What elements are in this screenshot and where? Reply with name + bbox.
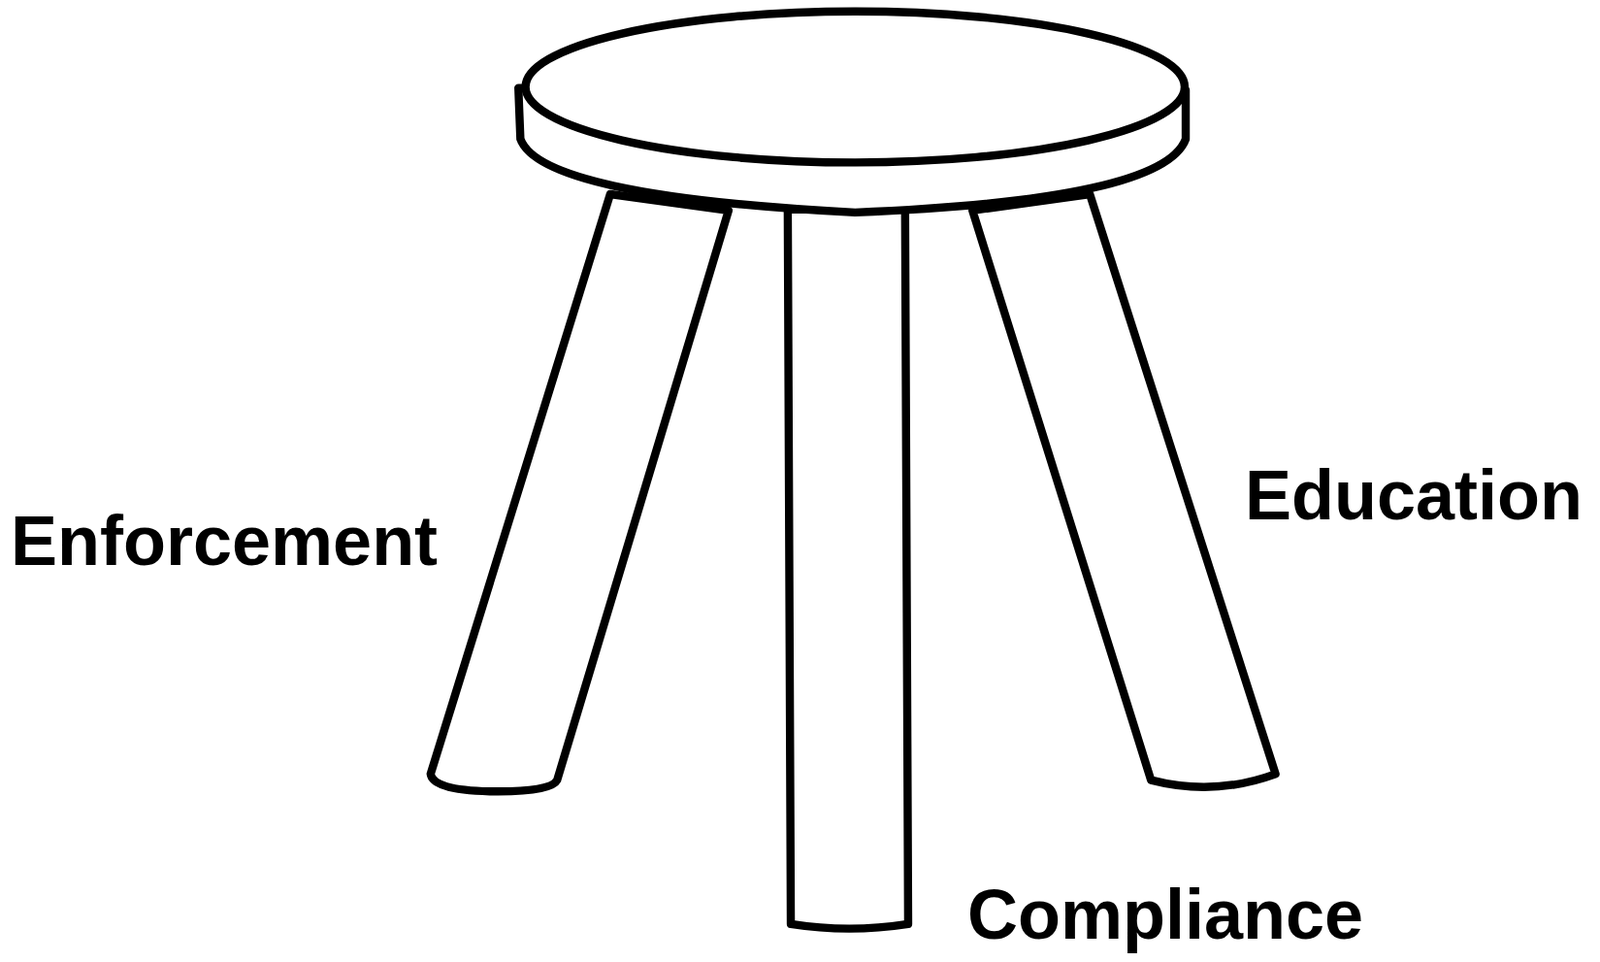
leg-label: Compliance	[967, 879, 1364, 949]
stool-leg	[430, 194, 729, 791]
stool-leg	[787, 209, 909, 929]
leg-label: Enforcement	[10, 505, 438, 576]
leg-label: Education	[1244, 459, 1583, 530]
stool-seat-top	[525, 11, 1185, 164]
stool-leg	[972, 194, 1275, 787]
